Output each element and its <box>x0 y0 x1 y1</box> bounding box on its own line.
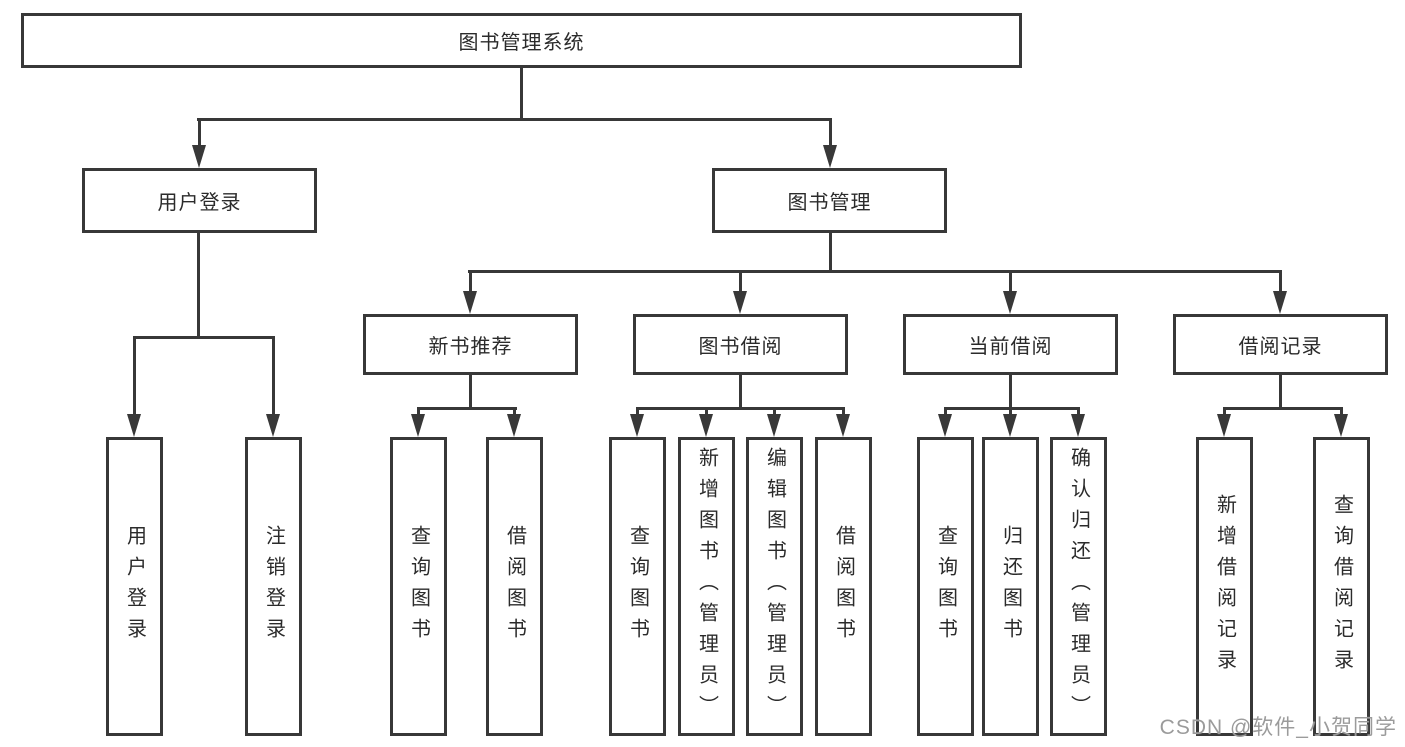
node-book-borrow: 图书借阅 <box>633 314 848 375</box>
connector-line <box>469 375 472 407</box>
connector-line <box>197 233 200 336</box>
connector-line <box>705 407 708 415</box>
connector-line <box>636 407 639 415</box>
connector-line <box>1009 407 1012 415</box>
leaf-user-login: 用户登录 <box>106 437 163 736</box>
node-book-management: 图书管理 <box>712 168 947 233</box>
connector-line <box>133 336 136 414</box>
connector-line <box>1223 407 1343 410</box>
arrow-down-icon <box>463 291 477 314</box>
leaf-borrow-books: 借阅图书 <box>815 437 872 736</box>
node-new-book-recommend: 新书推荐 <box>363 314 578 375</box>
connector-line <box>1279 375 1282 407</box>
connector-line <box>272 336 275 414</box>
connector-line <box>133 336 275 339</box>
arrow-down-icon <box>411 414 425 437</box>
node-current-borrow: 当前借阅 <box>903 314 1118 375</box>
arrow-down-icon <box>507 414 521 437</box>
arrow-down-icon <box>1273 291 1287 314</box>
connector-line <box>739 375 742 407</box>
arrow-down-icon <box>1003 291 1017 314</box>
leaf-logout: 注销登录 <box>245 437 302 736</box>
connector-line <box>468 270 1282 273</box>
arrow-down-icon <box>938 414 952 437</box>
node-root: 图书管理系统 <box>21 13 1022 68</box>
connector-line <box>197 118 832 121</box>
leaf-query-books-current: 查询图书 <box>917 437 974 736</box>
connector-line <box>636 407 845 410</box>
connector-line <box>773 407 776 415</box>
node-user-login: 用户登录 <box>82 168 317 233</box>
connector-line <box>1223 407 1226 415</box>
leaf-query-borrow-record: 查询借阅记录 <box>1313 437 1370 736</box>
connector-line <box>829 118 832 146</box>
arrow-down-icon <box>836 414 850 437</box>
arrow-down-icon <box>266 414 280 437</box>
leaf-query-books-recommend: 查询图书 <box>390 437 447 736</box>
connector-line <box>513 407 516 415</box>
arrow-down-icon <box>192 145 206 168</box>
leaf-borrow-books-recommend: 借阅图书 <box>486 437 543 736</box>
leaf-add-borrow-record: 新增借阅记录 <box>1196 437 1253 736</box>
connector-line <box>469 270 472 291</box>
leaf-edit-book-admin: 编辑图书（管理员） <box>746 437 803 736</box>
connector-line <box>1279 270 1282 291</box>
connector-line <box>1009 375 1012 407</box>
arrow-down-icon <box>1217 414 1231 437</box>
leaf-return-books: 归还图书 <box>982 437 1039 736</box>
arrow-down-icon <box>733 291 747 314</box>
arrow-down-icon <box>630 414 644 437</box>
arrow-down-icon <box>127 414 141 437</box>
leaf-query-books-borrow: 查询图书 <box>609 437 666 736</box>
connector-line <box>944 407 1080 410</box>
connector-line <box>842 407 845 415</box>
connector-line <box>829 233 832 270</box>
leaf-add-book-admin: 新增图书（管理员） <box>678 437 735 736</box>
arrow-down-icon <box>767 414 781 437</box>
connector-line <box>520 68 523 118</box>
leaf-confirm-return-admin: 确认归还（管理员） <box>1050 437 1107 736</box>
node-borrow-records: 借阅记录 <box>1173 314 1388 375</box>
connector-line <box>1340 407 1343 415</box>
arrow-down-icon <box>1334 414 1348 437</box>
connector-line <box>1009 270 1012 291</box>
arrow-down-icon <box>823 145 837 168</box>
connector-line <box>739 270 742 291</box>
arrow-down-icon <box>1003 414 1017 437</box>
connector-line <box>944 407 947 415</box>
arrow-down-icon <box>699 414 713 437</box>
connector-line <box>417 407 420 415</box>
watermark: CSDN @软件_小贺同学 <box>1159 716 1397 739</box>
connector-line <box>1077 407 1080 415</box>
connector-line <box>198 118 201 146</box>
connector-line <box>417 407 517 410</box>
arrow-down-icon <box>1071 414 1085 437</box>
